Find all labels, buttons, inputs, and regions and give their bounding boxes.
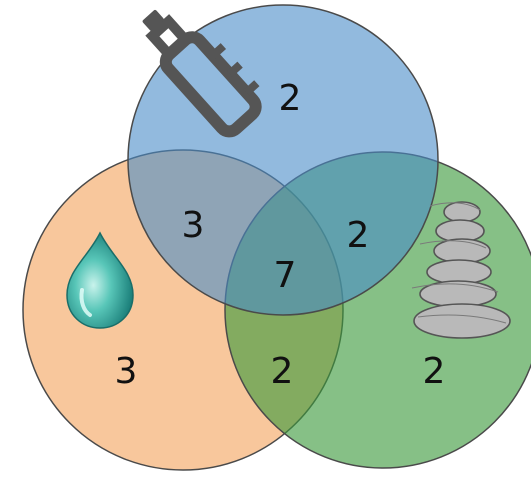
left-only-count: 3 xyxy=(115,351,138,392)
right-only-count: 2 xyxy=(423,351,446,392)
top-right-overlap-count: 2 xyxy=(347,215,370,256)
plastic-bottle-icon xyxy=(142,10,262,138)
region-labels: 2 3 2 3 2 2 7 xyxy=(115,78,446,392)
top-left-overlap-count: 3 xyxy=(182,205,205,246)
water-drop-icon xyxy=(66,231,134,329)
top-only-count: 2 xyxy=(279,78,302,119)
left-right-overlap-count: 2 xyxy=(271,351,294,392)
circle-top xyxy=(127,4,439,316)
all-three-overlap-count: 7 xyxy=(274,255,297,296)
stacked-stones-icon xyxy=(411,201,511,339)
